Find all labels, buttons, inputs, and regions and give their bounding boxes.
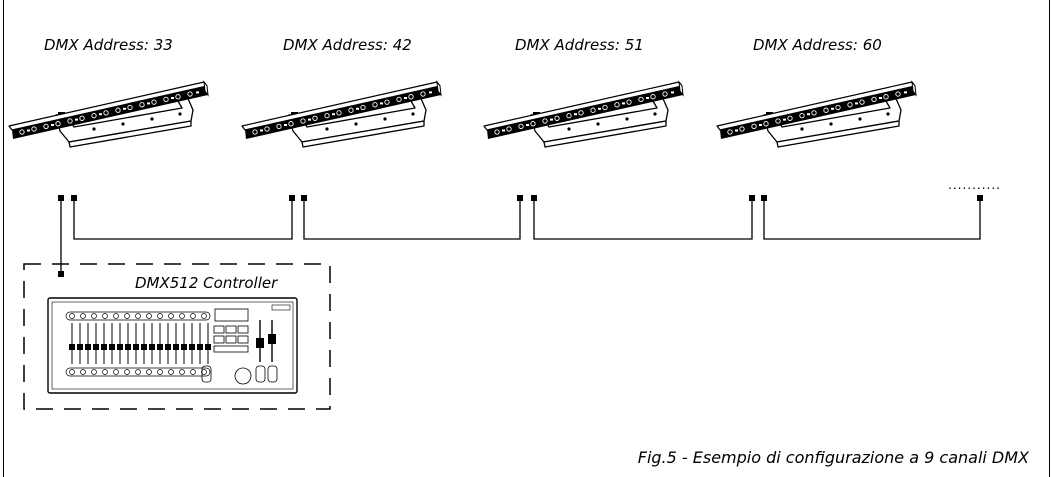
- fixture-4-led-bar: [716, 81, 917, 148]
- frame-right-border: [1049, 0, 1050, 477]
- fixture-2-led-bar: [241, 81, 442, 148]
- dmx-connectors: [58, 195, 983, 277]
- fixture-3-address-label: DMX Address: 51: [515, 36, 644, 54]
- frame-left-border: [3, 0, 4, 477]
- fixture-1-address-label: DMX Address: 33: [44, 36, 173, 54]
- dmx-cable-3-4: [533, 199, 753, 240]
- fixture-3-led-bar: [483, 81, 684, 148]
- controller-enclosure: [23, 263, 331, 410]
- fixture-1-led-bar: [8, 81, 209, 148]
- fixture-4-address-label: DMX Address: 60: [753, 36, 882, 54]
- dmx-cable-2-3: [303, 199, 521, 240]
- dmx-controller-console: [47, 297, 298, 394]
- dmx-cable-4-next: [763, 199, 981, 240]
- fixture-2-address-label: DMX Address: 42: [283, 36, 412, 54]
- controller-label: DMX512 Controller: [135, 274, 278, 292]
- figure-caption: Fig.5 - Esempio di configurazione a 9 ca…: [637, 448, 1029, 467]
- dmx-cable-1-2: [73, 199, 293, 240]
- continuation-dots: ...........: [948, 178, 1001, 192]
